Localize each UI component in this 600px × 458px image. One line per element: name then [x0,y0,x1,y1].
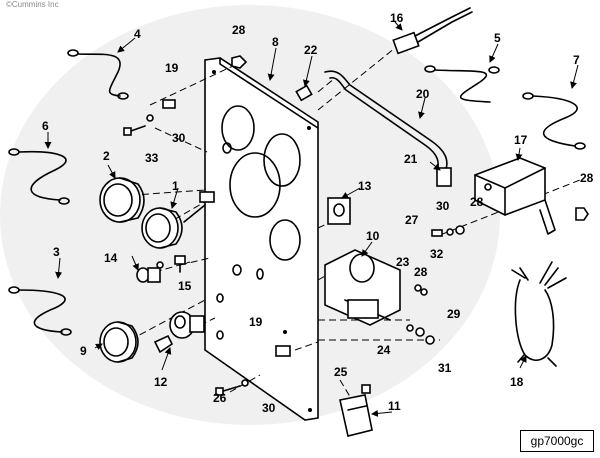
callout-31: 31 [438,361,452,375]
key-switch-12 [153,311,205,354]
callout-13: 13 [358,179,372,193]
callout-3: 3 [53,245,60,259]
callout-10: 10 [366,229,380,243]
callout-17: 17 [514,133,528,147]
callout-9: 9 [80,344,87,358]
callout-5: 5 [494,31,501,45]
gauge-1 [141,191,215,249]
callout-6: 6 [42,119,49,133]
callout-21: 21 [404,152,418,166]
callout-25: 25 [334,365,348,379]
callout-15: 15 [178,279,192,293]
wire-lead-6 [8,148,70,205]
drawing-id-box: gp7000gc [520,430,594,452]
nut-28-top [231,55,248,69]
callout-labels: 1 2 3 4 5 6 7 8 9 10 11 12 13 14 15 16 1… [42,11,594,415]
callout-33: 33 [145,151,159,165]
callout-28-mid: 28 [470,195,484,209]
callout-23: 23 [396,255,410,269]
callout-28-right: 28 [580,171,594,185]
gauge-9 [99,321,139,363]
callout-30-top: 30 [172,131,186,145]
hardware-small [406,207,589,345]
wire-lead-3 [8,286,72,336]
callout-16: 16 [390,11,404,25]
callout-18: 18 [510,375,524,389]
gauge-2 [99,177,145,223]
callout-30-bottom: 30 [262,401,276,415]
callout-2: 2 [103,149,110,163]
hose-20 [324,70,452,187]
indicator-lamp-14 [136,261,164,283]
wire-lead-7 [522,92,586,150]
callout-11: 11 [388,399,401,413]
callout-22: 22 [304,43,318,57]
callout-32: 32 [430,247,444,261]
fasteners-19-30-33 [123,99,291,396]
fitting-22 [295,84,313,102]
callout-12: 12 [154,375,168,389]
callout-26: 26 [213,391,227,405]
callout-27: 27 [405,213,419,227]
callout-19-bottom: 19 [249,315,263,329]
callout-24: 24 [377,343,391,357]
callout-19-top: 19 [165,61,179,75]
callout-20: 20 [416,87,430,101]
instrument-panel [204,57,319,421]
bracket-11 [339,384,373,437]
screw-15 [174,255,186,273]
wire-lead-5 [424,65,500,103]
solenoid-10 [324,249,401,326]
relay-13 [327,197,351,225]
callout-29: 29 [447,307,461,321]
callout-7: 7 [573,53,580,67]
copyright-notice: ©Cummins Inc [6,0,59,9]
callout-28-top: 28 [232,23,246,37]
wiring-harness-18 [511,261,567,367]
callout-4: 4 [134,27,141,41]
sender-16 [392,7,473,55]
callout-28-low: 28 [414,265,428,279]
wire-lead-4 [67,49,129,100]
callout-8: 8 [272,35,279,49]
callout-14: 14 [104,251,118,265]
callout-leaders [44,21,579,417]
relay-17 [474,157,556,235]
callout-30-mid: 30 [436,199,450,213]
callout-1: 1 [172,179,179,193]
